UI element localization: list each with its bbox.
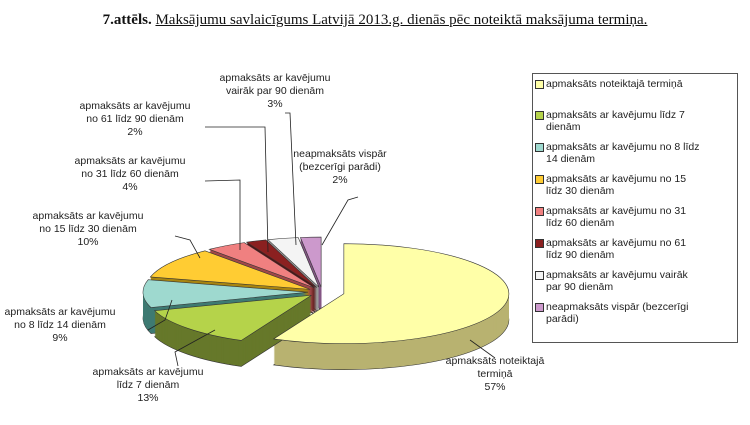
pie-slice-0 [272, 243, 510, 345]
leader-line-2 [147, 299, 173, 331]
legend-swatch [535, 238, 544, 248]
legend-label: apmaksāts noteiktajā termiņā [546, 78, 683, 91]
pie-slice-2 [142, 279, 309, 308]
data-label-text: apmaksāts ar kavējumu [79, 100, 191, 112]
data-label-text: termiņā [477, 368, 513, 380]
data-label-percent: 2% [127, 126, 143, 138]
data-label-text: apmaksāts ar kavējumu [74, 155, 186, 167]
legend-label-line: apmaksāts ar kavējumu no 15 [546, 172, 687, 185]
legend-label-line: dienām [546, 121, 581, 133]
pie-slice-5 [245, 239, 318, 288]
data-label-text: vairāk par 90 dienām [225, 85, 325, 97]
legend-swatch [535, 142, 544, 152]
leader-line-1 [174, 329, 216, 367]
legend-label-line: apmaksāts ar kavējumu no 61 [546, 236, 687, 249]
legend-label-line: apmaksāts ar kavējumu no 8 līdz [546, 140, 700, 153]
legend-item: apmaksāts noteiktajā termiņā [535, 78, 735, 91]
data-label-percent: 9% [52, 332, 68, 344]
legend-label-line: līdz 60 dienām [546, 217, 615, 229]
legend-label-line: 14 dienām [546, 153, 596, 165]
legend-label-line: apmaksāts ar kavējumu vairāk [546, 268, 688, 281]
legend-swatch [535, 206, 544, 216]
data-label-text: apmaksāts noteiktajā [445, 355, 545, 367]
legend-label-line: parādi) [546, 313, 579, 325]
data-label-text: apmaksāts ar kavējumu [92, 366, 204, 378]
data-label-text: apmaksāts ar kavējumu [32, 210, 144, 222]
data-label-text: apmaksāts ar kavējumu [4, 306, 116, 318]
data-label-percent: 10% [77, 236, 99, 248]
pie-slice-4 [208, 242, 315, 289]
figure-title: Maksājumu savlaicīgums Latvijā 2013.g. d… [155, 12, 648, 28]
legend-label-line: apmaksāts ar kavējumu no 31 [546, 204, 687, 217]
legend-swatch [535, 110, 544, 120]
leader-line-7 [321, 196, 359, 246]
legend-label-line: apmaksāts noteiktajā termiņā [546, 78, 683, 90]
leader-line-5 [205, 126, 269, 253]
legend-label-line: neapmaksāts vispār (bezcerīgi [546, 300, 689, 313]
data-label-percent: 13% [137, 392, 159, 404]
legend-label-line: līdz 30 dienām [546, 185, 615, 197]
leader-line-3 [174, 235, 201, 259]
data-label-text: no 31 līdz 60 dienām [81, 168, 179, 180]
data-label-7: neapmaksāts vispār(bezcerīgi parādi)2% [280, 148, 400, 187]
data-label-text: (bezcerīgi parādi) [299, 161, 381, 173]
data-label-text: no 61 līdz 90 dienām [86, 113, 184, 125]
legend-label-line: apmaksāts ar kavējumu līdz 7 [546, 108, 685, 121]
data-label-text: no 8 līdz 14 dienām [14, 319, 106, 331]
legend-swatch [535, 270, 544, 280]
data-label-text: apmaksāts ar kavējumu [219, 72, 331, 84]
figure-caption: 7.attēls. Maksājumu savlaicīgums Latvijā… [0, 12, 750, 29]
pie-slice-3 [149, 250, 311, 290]
legend-swatch [535, 80, 544, 89]
legend-label-line: par 90 dienām [546, 281, 614, 293]
data-label-text: neapmaksāts vispār [293, 148, 387, 160]
data-label-percent: 57% [484, 381, 506, 393]
data-label-percent: 3% [267, 98, 283, 110]
figure-number: 7.attēls. [102, 12, 152, 28]
legend: apmaksāts noteiktajā termiņā apmaksāts ar… [532, 73, 738, 343]
legend-label-line: līdz 90 dienām [546, 249, 615, 261]
data-label-text: no 15 līdz 30 dienām [39, 223, 137, 235]
legend-swatch [535, 302, 544, 312]
data-label-percent: 2% [332, 174, 348, 186]
leader-line-6 [285, 112, 297, 246]
pie-slice-1 [153, 294, 312, 341]
data-label-percent: 4% [122, 181, 138, 193]
data-label-text: līdz 7 dienām [116, 379, 180, 391]
legend-swatch [535, 174, 544, 184]
leader-line-4 [204, 179, 241, 250]
pie-slice-7 [299, 236, 322, 288]
leader-line-0 [469, 339, 496, 359]
